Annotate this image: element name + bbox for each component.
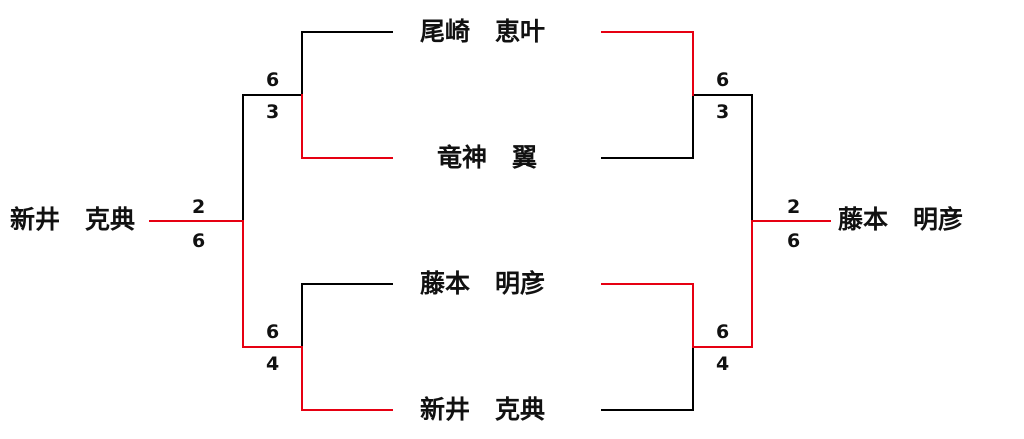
score-left-bottom-lower: 4: [266, 353, 280, 375]
score-left-bottom-upper: 6: [266, 321, 280, 343]
right-final-upper-line: [692, 94, 753, 222]
score-right-top-lower: 3: [716, 101, 730, 123]
right-bottom-a-line: [601, 283, 694, 348]
score-right-bottom-lower: 4: [716, 353, 730, 375]
player-semi-bottom-a: 藤本 明彦: [420, 269, 546, 298]
score-left-final-upper: 2: [192, 196, 206, 218]
score-left-top-lower: 3: [266, 101, 280, 123]
player-left-final: 新井 克典: [10, 205, 136, 234]
score-left-final-lower: 6: [192, 230, 206, 252]
score-right-final-lower: 6: [787, 230, 801, 252]
player-right-final: 藤本 明彦: [838, 205, 964, 234]
right-bottom-b-line: [601, 346, 694, 411]
score-right-top-upper: 6: [716, 69, 730, 91]
player-semi-top-b: 竜神 翼: [437, 143, 538, 172]
left-final-upper-line: [242, 94, 303, 222]
left-bottom-a-line: [301, 283, 393, 348]
player-semi-bottom-b: 新井 克典: [420, 395, 546, 424]
left-top-a-line: [301, 31, 393, 96]
score-left-top-upper: 6: [266, 69, 280, 91]
score-right-bottom-upper: 6: [716, 321, 730, 343]
right-top-a-line: [601, 31, 694, 96]
player-semi-top-a: 尾崎 恵叶: [420, 17, 546, 46]
score-right-final-upper: 2: [787, 196, 801, 218]
left-bottom-b-line: [301, 346, 393, 411]
left-top-b-line: [301, 94, 393, 159]
right-top-b-line: [601, 94, 694, 159]
right-final-lower-line: [692, 220, 753, 348]
left-final-lower-line: [242, 220, 303, 348]
